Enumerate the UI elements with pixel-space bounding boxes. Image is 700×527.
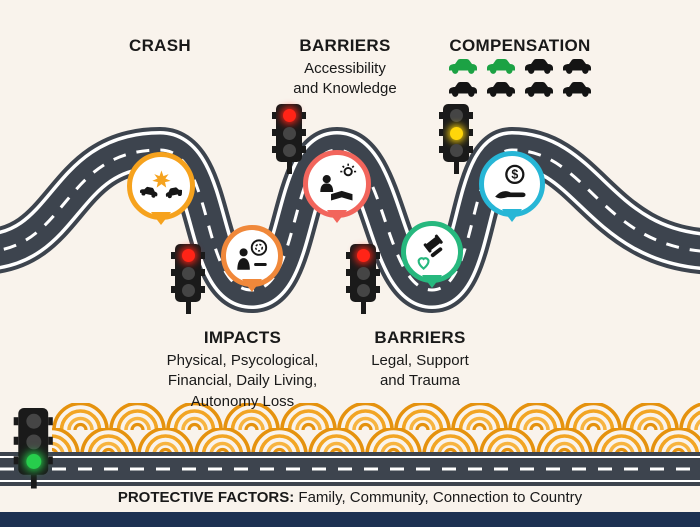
milestone-barriers-accessibility	[303, 150, 371, 223]
yellow-light	[181, 266, 195, 280]
traffic-light-1	[272, 104, 306, 174]
milestone-barriers-legal	[401, 221, 463, 288]
milestone-pointer	[327, 210, 347, 223]
compensation-cars	[447, 57, 593, 98]
yellow-light	[282, 126, 296, 140]
traffic-light-pole	[286, 162, 292, 174]
milestone-impacts	[221, 225, 283, 292]
knowledge-icon	[319, 163, 356, 201]
section-barriers-top: BARRIERS Accessibility and Knowledge	[270, 36, 420, 100]
car-icon	[487, 59, 515, 74]
protective-factors-detail: Family, Community, Connection to Country	[294, 489, 583, 506]
compensation-title: COMPENSATION	[449, 36, 591, 55]
footer-bar	[0, 512, 700, 527]
car-icon	[487, 82, 515, 97]
impacts-line1: Physical, Psycological,	[166, 352, 319, 369]
impacts-icon	[237, 239, 267, 270]
section-barriers-bottom: BARRIERS Legal, Support and Trauma	[345, 328, 495, 392]
traffic-light-body	[346, 244, 380, 302]
barriers-bottom-title: BARRIERS	[374, 328, 466, 347]
traffic-light-body	[171, 244, 205, 302]
barriers-bottom-line1: Legal, Support	[371, 352, 469, 369]
milestone-pointer	[502, 209, 522, 222]
car-icon	[449, 59, 477, 74]
milestone-crash	[127, 152, 195, 225]
section-crash: CRASH	[95, 36, 225, 56]
impacts-line3: Autonomy Loss	[190, 392, 295, 410]
green-light	[282, 144, 296, 158]
barriers-top-title: BARRIERS	[299, 36, 391, 55]
traffic-light-pole	[360, 302, 366, 314]
section-impacts: IMPACTS Physical, Psycological, Financia…	[150, 328, 335, 412]
traffic-light-5	[13, 408, 53, 489]
crash-title: CRASH	[129, 36, 191, 55]
yellow-light	[25, 433, 41, 449]
red-light	[181, 248, 195, 262]
barriers-bottom-line2: and Trauma	[379, 372, 461, 390]
traffic-light-pole	[30, 474, 37, 489]
barriers-top-subtitle-line1: Accessibility	[304, 60, 386, 77]
car-icon	[525, 59, 553, 74]
red-light	[356, 248, 370, 262]
impacts-title: IMPACTS	[203, 328, 282, 347]
section-compensation: COMPENSATION	[440, 36, 600, 56]
traffic-light-body	[13, 408, 53, 475]
crash-cars-icon	[139, 170, 183, 199]
traffic-light-body	[272, 104, 306, 162]
svg-text:$: $	[512, 168, 519, 182]
gavel-heart-icon	[417, 234, 443, 270]
barriers-top-subtitle-line2: and Knowledge	[293, 80, 397, 98]
impacts-line2: Financial, Daily Living,	[167, 372, 318, 390]
car-icon	[563, 59, 591, 74]
traffic-light-2	[171, 244, 205, 314]
milestone-pointer	[422, 275, 442, 288]
red-light	[282, 108, 296, 122]
green-light	[356, 284, 370, 298]
traffic-light-4	[439, 104, 473, 174]
yellow-light	[449, 126, 463, 140]
traffic-light-3	[346, 244, 380, 314]
road-center-dashes	[0, 148, 700, 292]
car-icon	[563, 82, 591, 97]
traffic-light-pole	[185, 302, 191, 314]
traffic-light-body	[439, 104, 473, 162]
yellow-light	[356, 266, 370, 280]
red-light	[449, 108, 463, 122]
green-light	[181, 284, 195, 298]
milestone-pointer	[242, 279, 262, 292]
protective-factors-label: PROTECTIVE FACTORS:	[117, 489, 295, 506]
traffic-light-pole	[453, 162, 459, 174]
arches-row-bottom	[52, 428, 700, 455]
milestone-pointer	[151, 212, 171, 225]
milestone-compensation: $	[479, 151, 545, 222]
car-icon	[449, 82, 477, 97]
dollar-hand-icon: $	[495, 165, 526, 199]
arches-row-top	[52, 403, 700, 430]
green-light	[449, 144, 463, 158]
protective-factors-text: PROTECTIVE FACTORS: Family, Community, C…	[0, 489, 700, 506]
green-light	[25, 454, 41, 470]
red-light	[25, 413, 41, 429]
bottom-road	[0, 452, 700, 486]
car-icon	[525, 82, 553, 97]
